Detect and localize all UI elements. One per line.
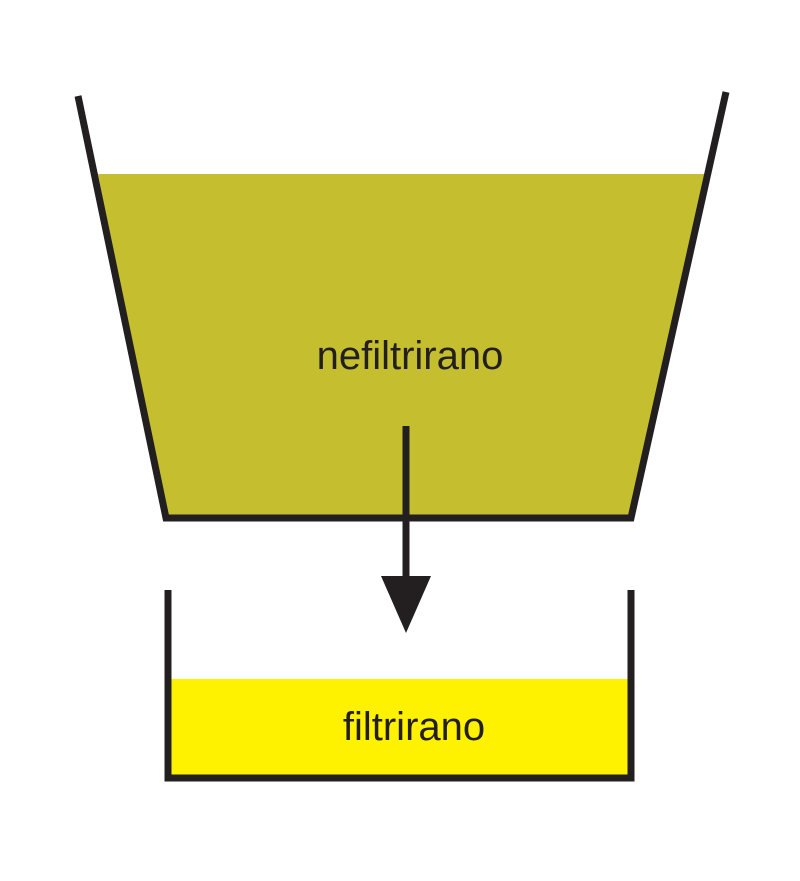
upper-container [74,91,730,522]
lower-container [164,590,635,782]
unfiltered-label: nefiltrirano [317,334,504,378]
unfiltered-liquid [98,174,707,518]
flow-arrow-head [381,576,431,633]
filtered-liquid [170,679,628,776]
filtered-label: filtrirano [343,705,485,749]
